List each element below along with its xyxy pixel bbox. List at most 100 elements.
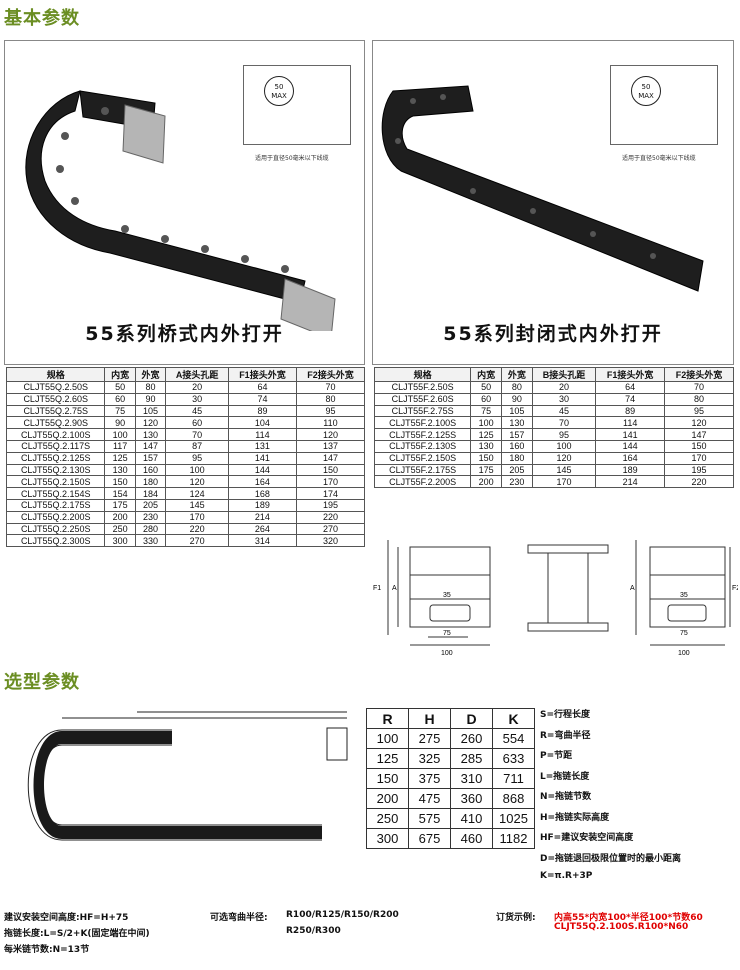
table-cell: 168 bbox=[227, 487, 297, 500]
table-cell: CLJT55Q.2.300S bbox=[5, 534, 106, 548]
table-cell: 260 bbox=[450, 728, 493, 749]
legend-item: HF=建议安装空间高度 bbox=[540, 833, 634, 843]
table-cell: 200 bbox=[104, 510, 136, 524]
dim-75-label: 75 bbox=[443, 630, 451, 637]
table-cell: 90 bbox=[104, 416, 136, 430]
table-cell: 100 bbox=[104, 428, 136, 441]
max-diameter-circle: 50 MAX bbox=[631, 76, 661, 106]
table-cell: 184 bbox=[134, 487, 167, 500]
table-cell: CLJT55F.2.125S bbox=[373, 428, 472, 441]
column-header: 内宽 bbox=[470, 367, 503, 382]
table-cell: 60 bbox=[470, 392, 503, 406]
column-header: 规格 bbox=[5, 367, 106, 382]
table-cell: 90 bbox=[501, 392, 533, 406]
table-cell: 270 bbox=[295, 522, 366, 536]
table-cell: 300 bbox=[366, 828, 409, 849]
column-header: H bbox=[408, 708, 451, 729]
max-value: 50 bbox=[641, 83, 651, 91]
table-cell: 150 bbox=[366, 768, 409, 789]
table-cell: 230 bbox=[134, 510, 167, 524]
table-cell: 100 bbox=[366, 728, 409, 749]
table-cell: 64 bbox=[595, 381, 666, 394]
table-cell: 100 bbox=[470, 416, 503, 430]
table-cell: 120 bbox=[134, 416, 167, 430]
table-cell: CLJT55Q.2.154S bbox=[5, 487, 106, 500]
table-cell: 300 bbox=[104, 534, 136, 548]
table-cell: 675 bbox=[408, 828, 451, 849]
table-cell: 104 bbox=[227, 416, 297, 430]
table-cell: 147 bbox=[295, 451, 366, 465]
panel-caption: 55系列桥式内外打开 bbox=[85, 323, 284, 345]
legend-item: K=π.R+3P bbox=[540, 871, 593, 881]
legend-item: R=弯曲半径 bbox=[540, 730, 591, 741]
max-value: 50 bbox=[274, 83, 284, 91]
table-cell: 70 bbox=[295, 381, 366, 394]
table-cell: 60 bbox=[104, 392, 136, 406]
table-cell: CLJT55Q.2.117S bbox=[5, 439, 106, 453]
max-label: MAX bbox=[271, 92, 287, 100]
table-cell: 250 bbox=[104, 522, 136, 536]
table-cell: CLJT55F.2.60S bbox=[373, 392, 472, 406]
table-cell: CLJT55Q.2.150S bbox=[5, 475, 106, 489]
table-cell: 95 bbox=[664, 404, 734, 418]
table-cell: 80 bbox=[501, 381, 533, 394]
table-cell: 75 bbox=[470, 404, 503, 418]
table-cell: CLJT55F.2.50S bbox=[373, 381, 472, 394]
table-cell: 1025 bbox=[492, 808, 535, 829]
table-cell: CLJT55Q.2.100S bbox=[5, 428, 106, 441]
table-cell: 95 bbox=[295, 404, 366, 418]
table-cell: 144 bbox=[227, 463, 297, 477]
table-cell: 80 bbox=[664, 392, 734, 406]
dim-100-label-right: 100 bbox=[678, 650, 690, 657]
table-cell: 120 bbox=[531, 451, 597, 465]
table-cell: 147 bbox=[134, 439, 167, 453]
table-cell: 275 bbox=[408, 728, 451, 749]
table-cell: 95 bbox=[165, 451, 229, 465]
install-height-formula: 建议安装空间高度:HF=H+75 bbox=[4, 913, 129, 923]
table-cell: 117 bbox=[104, 439, 136, 453]
table-cell: 150 bbox=[295, 463, 366, 477]
table-cell: 270 bbox=[165, 534, 229, 548]
table-cell: 200 bbox=[470, 475, 503, 489]
max-diameter-circle: 50 MAX bbox=[264, 76, 294, 106]
table-cell: CLJT55F.2.200S bbox=[373, 475, 472, 489]
legend-item: S=行程长度 bbox=[540, 710, 591, 720]
table-cell: 170 bbox=[165, 510, 229, 524]
table-cell: 330 bbox=[134, 534, 167, 548]
table-cell: 70 bbox=[165, 428, 229, 441]
table-cell: 141 bbox=[595, 428, 666, 441]
table-cell: 30 bbox=[165, 392, 229, 406]
closed-chain-illustration bbox=[381, 85, 704, 292]
table-cell: CLJT55Q.2.175S bbox=[5, 498, 106, 512]
table-cell: 220 bbox=[165, 522, 229, 536]
table-cell: 1182 bbox=[492, 828, 535, 849]
table-cell: 195 bbox=[664, 463, 734, 477]
table-cell: 175 bbox=[470, 463, 503, 477]
table-cell: 74 bbox=[227, 392, 297, 406]
cross-section-diagram: 50 MAX bbox=[243, 65, 351, 145]
table-cell: 120 bbox=[295, 428, 366, 441]
closed-chain-panel: 50 MAX 适用于直径50毫米以下线缆 55系列封闭式内外打开 bbox=[372, 40, 734, 365]
dim-f1-label: F1 bbox=[373, 585, 381, 592]
table-cell: CLJT55Q.2.50S bbox=[5, 381, 106, 394]
table-cell: 195 bbox=[295, 498, 366, 512]
table-cell: 50 bbox=[470, 381, 503, 394]
